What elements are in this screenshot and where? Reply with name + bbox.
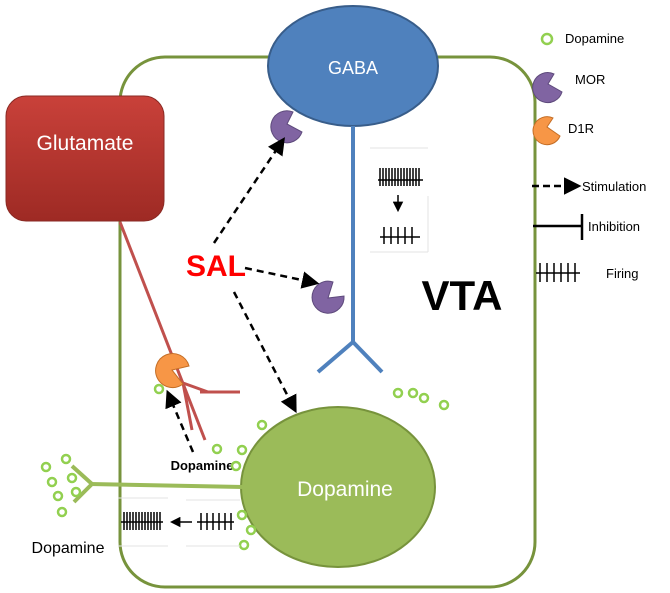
sal-to-dopamine-arrow [232, 291, 297, 414]
dopamine-release-label: Dopamine [171, 458, 234, 473]
gaba-terminal-left [316, 340, 355, 374]
d1r-receptor [155, 353, 190, 388]
sal-to-axon-mor-arrow [244, 266, 320, 289]
sal-label: SAL [186, 250, 246, 283]
legend-d1r-icon [532, 116, 561, 146]
legend-d1r-label: D1R [568, 121, 594, 136]
dopamine-neuron-label: Dopamine [297, 478, 393, 501]
legend-mor-icon [532, 72, 563, 104]
gaba-terminal-right [351, 340, 384, 374]
legend: Dopamine MOR D1R Stimulation Inhibition … [532, 31, 646, 282]
glutamate-label: Glutamate [37, 132, 134, 155]
glutamate-axon [118, 221, 207, 441]
dopamine-to-d1r-arrow [165, 389, 195, 453]
gaba-firing-change [370, 147, 429, 253]
legend-dopamine-icon [540, 32, 554, 46]
dopamine-firing-change [118, 497, 240, 547]
glutamate-neuron [5, 95, 165, 222]
dopamine-terminal-lower [72, 482, 94, 504]
vta-label: VTA [422, 272, 503, 319]
dopamine-axon [89, 482, 244, 489]
sal-to-gaba-mor-arrow [212, 137, 285, 244]
dopamine-target-label: Dopamine [32, 540, 105, 557]
glutamate-terminal-lower [181, 382, 194, 431]
legend-inhibition-icon [533, 214, 584, 240]
legend-firing-icon [536, 263, 580, 282]
dopamine-terminal-upper [70, 464, 94, 486]
mor-receptor-gaba [270, 110, 303, 144]
mor-receptor-axon [311, 280, 345, 314]
legend-dopamine-label: Dopamine [565, 31, 624, 46]
legend-stimulation-label: Stimulation [582, 179, 646, 194]
dopamine-vesicles [40, 383, 450, 551]
gaba-label: GABA [328, 58, 378, 78]
legend-inhibition-label: Inhibition [588, 219, 640, 234]
legend-mor-label: MOR [575, 72, 605, 87]
legend-firing-label: Firing [606, 266, 639, 281]
